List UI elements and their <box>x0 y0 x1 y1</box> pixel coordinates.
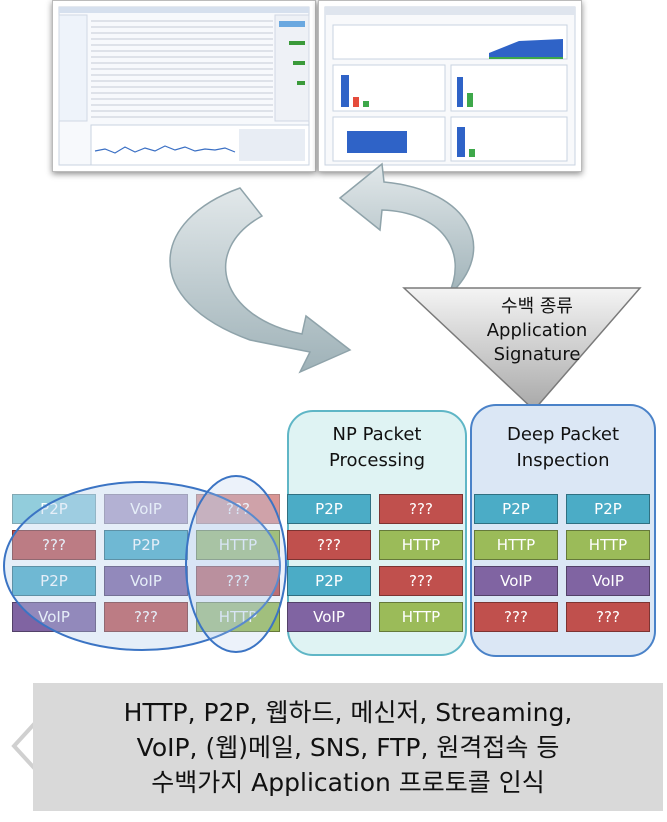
packet-cell: P2P <box>287 566 371 596</box>
screenshot-application-dashboard <box>318 0 582 172</box>
packet-cell: P2P <box>287 494 371 524</box>
packet-cell: VoIP <box>104 566 188 596</box>
packet-cell: VoIP <box>287 602 371 632</box>
packet-cell: P2P <box>566 494 650 524</box>
packet-cell: ??? <box>104 602 188 632</box>
packet-cell: HTTP <box>379 530 463 560</box>
summary-text: HTTP, P2P, 웹하드, 메신저, Streaming, VoIP, (웹… <box>123 697 573 797</box>
dpi-title: Deep Packet Inspection <box>506 424 620 471</box>
packet-cell: ??? <box>379 566 463 596</box>
packet-cell: HTTP <box>196 602 280 632</box>
funnel-label: 수백 종류 Application Signature <box>486 296 588 365</box>
packet-cell: ??? <box>287 530 371 560</box>
packet-cell: P2P <box>12 494 96 524</box>
signature-funnel <box>402 287 642 412</box>
packet-cell: VoIP <box>474 566 558 596</box>
summary-box: HTTP, P2P, 웹하드, 메신저, Streaming, VoIP, (웹… <box>33 683 663 811</box>
screenshot-traffic-list <box>52 0 316 172</box>
packet-cell: HTTP <box>196 530 280 560</box>
packet-cell: HTTP <box>566 530 650 560</box>
summary-pointer-icon <box>11 720 38 772</box>
packet-cell: VoIP <box>566 566 650 596</box>
np-processing-title: NP Packet Processing <box>328 424 426 471</box>
packet-cell: ??? <box>196 566 280 596</box>
traffic-list-thumbnail <box>58 6 310 166</box>
left-cycle-arrow <box>169 187 352 374</box>
packet-cell: VoIP <box>104 494 188 524</box>
packet-cell: ??? <box>474 602 558 632</box>
packet-cell: P2P <box>12 566 96 596</box>
packet-cell: P2P <box>104 530 188 560</box>
packet-cell: ??? <box>379 494 463 524</box>
packet-cell: ??? <box>566 602 650 632</box>
dashboard-thumbnail <box>324 6 576 166</box>
packet-cell: VoIP <box>12 602 96 632</box>
packet-cell: ??? <box>12 530 96 560</box>
packet-cell: ??? <box>196 494 280 524</box>
packet-cell: HTTP <box>379 602 463 632</box>
packet-cell: P2P <box>474 494 558 524</box>
packet-cell: HTTP <box>474 530 558 560</box>
